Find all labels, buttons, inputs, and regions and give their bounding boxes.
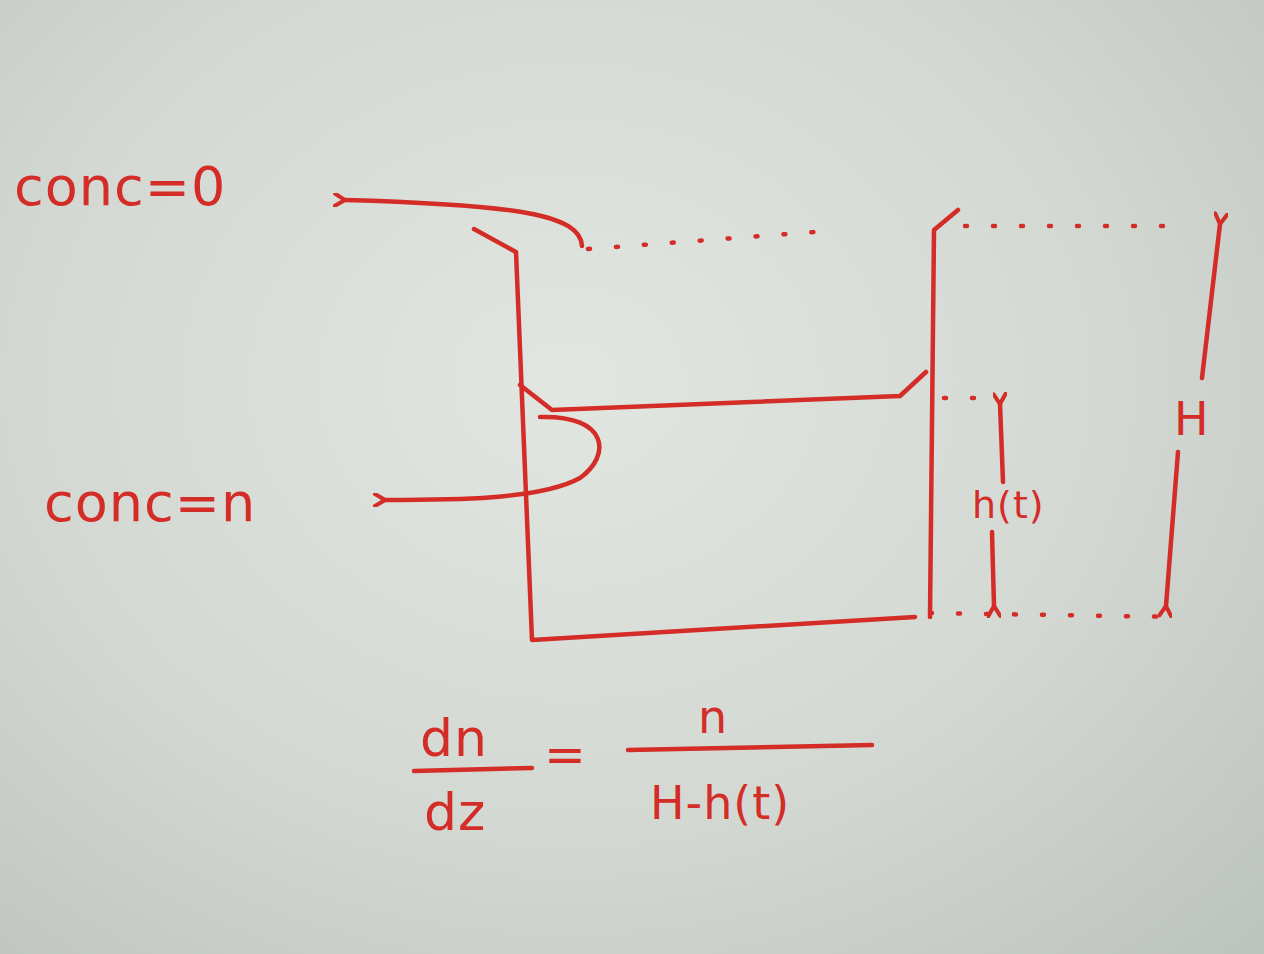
dimension-label: h(t) (972, 486, 1045, 524)
fraction-bar (628, 745, 872, 750)
dimension-arrow (1202, 224, 1220, 378)
equation-term: dn (420, 712, 488, 764)
callout-text: conc=0 (14, 160, 226, 214)
callout-text: conc=n (44, 476, 256, 530)
equation-term: dz (424, 786, 486, 838)
equation-term: n (698, 694, 728, 740)
equation-sign: = (544, 730, 587, 780)
dimension-label: H (1174, 396, 1210, 442)
tank-right-wall (930, 210, 958, 617)
leader-line (345, 200, 582, 246)
dotted-line (588, 232, 815, 249)
equation-term: H-h(t) (650, 780, 790, 826)
dotted-line (944, 396, 992, 401)
dotted-line (930, 613, 1180, 617)
dimension-arrow (992, 532, 994, 606)
fraction-bar (414, 768, 532, 771)
dimension-arrow (1000, 404, 1003, 482)
tank-outline (474, 229, 915, 640)
dotted-line (965, 224, 1180, 229)
fluid-surface (520, 372, 926, 410)
dimension-arrow (1166, 452, 1178, 606)
leader-line (385, 417, 599, 500)
